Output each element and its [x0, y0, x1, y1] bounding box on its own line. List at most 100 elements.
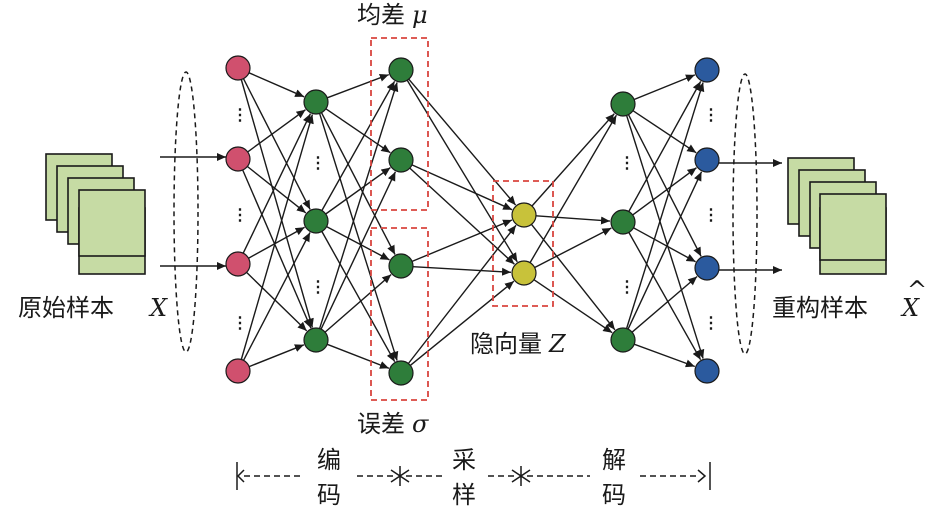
output-node	[694, 147, 720, 173]
network-edge	[628, 81, 702, 212]
output-node	[694, 255, 720, 281]
network-edge	[246, 271, 308, 332]
std-node	[388, 360, 414, 386]
output-node	[694, 358, 720, 384]
output-label-hat: ^	[907, 276, 927, 304]
network-edge	[320, 171, 397, 330]
input-node	[225, 358, 251, 384]
scale-arrowhead	[236, 469, 245, 483]
std-label-var: σ	[412, 410, 429, 438]
stage-decode-char1: 解	[602, 446, 626, 474]
input-label: 原始样本 X	[18, 294, 168, 322]
network-edge	[326, 73, 390, 99]
input-sample-stack	[45, 153, 146, 275]
input-node	[225, 251, 251, 277]
latent-label: 隐向量 Z	[470, 330, 567, 358]
network-edge	[240, 79, 314, 328]
stage-scale: 编 码 采 样 解 码	[236, 446, 711, 509]
stage-sample-char1: 采	[452, 446, 476, 474]
network-edge	[248, 72, 305, 98]
hidden-node	[610, 91, 636, 117]
hidden-node	[610, 327, 636, 353]
output-node	[694, 57, 720, 83]
mean-box	[370, 37, 429, 211]
mean-node	[388, 57, 414, 83]
hidden-node	[303, 208, 329, 234]
network-edge	[534, 227, 612, 269]
network-edge	[321, 231, 396, 363]
input-ellipse	[173, 71, 199, 353]
ellipsis-marker: ⋮	[619, 277, 635, 296]
network-edge	[247, 109, 306, 153]
network-edge	[633, 227, 696, 263]
network-edge	[634, 343, 696, 368]
ellipsis-marker: ⋮	[703, 105, 719, 124]
network-edge	[632, 167, 697, 216]
ellipsis-marker: ⋮	[232, 205, 248, 224]
mean-node	[388, 147, 414, 173]
input-node	[225, 146, 251, 172]
ellipsis-markers: ⋮ ⋮ ⋮ ⋮ ⋮ ⋮ ⋮ ⋮ ⋮ ⋮	[232, 105, 719, 332]
hidden-node	[303, 89, 329, 115]
std-label-text: 误差	[357, 410, 405, 438]
network-edge	[531, 113, 615, 207]
network-edge	[627, 114, 702, 257]
latent-label-text: 隐向量	[470, 330, 542, 358]
network-edge	[318, 82, 399, 329]
hidden-node	[303, 327, 329, 353]
network-edge	[633, 74, 696, 101]
network-edge	[242, 232, 311, 361]
network-edge	[326, 225, 390, 261]
network-nodes	[225, 55, 720, 386]
network-edge	[412, 266, 512, 276]
network-edge	[242, 169, 312, 329]
stage-encode-char2: 码	[317, 481, 341, 509]
network-edge	[318, 113, 399, 361]
network-edge	[326, 343, 390, 369]
network-edge	[631, 275, 698, 333]
ellipsis-marker: ⋮	[619, 153, 635, 172]
network-edges	[240, 72, 705, 369]
network-edge	[411, 219, 513, 263]
output-sample-card	[819, 193, 887, 261]
std-label: 误差 σ	[357, 410, 429, 438]
network-edge	[242, 78, 311, 210]
network-edge	[533, 279, 613, 334]
mean-label-var: μ	[412, 1, 428, 29]
ellipsis-marker: ⋮	[703, 313, 719, 332]
scale-marker	[511, 466, 531, 486]
network-edge	[530, 223, 616, 331]
stage-decode-char2: 码	[602, 481, 626, 509]
network-edge	[627, 171, 703, 330]
mean-label-text: 均差	[357, 1, 405, 29]
network-edge	[535, 215, 611, 225]
network-edge	[324, 273, 392, 333]
network-edge	[246, 165, 307, 214]
ellipsis-marker: ⋮	[310, 153, 326, 172]
std-node	[388, 253, 414, 279]
network-edge	[625, 82, 705, 329]
latent-label-var: Z	[548, 330, 567, 358]
ellipsis-marker: ⋮	[232, 105, 248, 124]
output-label: 重构样本 X ^	[772, 276, 927, 322]
std-box	[370, 227, 429, 401]
network-edge	[407, 224, 517, 364]
network-edge	[240, 114, 314, 360]
input-label-var: X	[148, 294, 168, 322]
input-node	[225, 55, 251, 81]
output-ellipse	[732, 73, 758, 355]
network-edge	[325, 108, 391, 154]
network-edge	[248, 344, 305, 368]
network-edge	[406, 79, 518, 263]
input-label-text: 原始样本	[18, 294, 114, 322]
ellipsis-marker: ⋮	[232, 313, 248, 332]
stage-encode-char1: 编	[317, 446, 341, 474]
output-label-text: 重构样本	[772, 294, 868, 322]
network-edge	[529, 114, 618, 263]
network-edge	[321, 80, 396, 211]
network-edge	[625, 115, 705, 359]
scale-arrowhead	[697, 469, 707, 483]
network-edge	[632, 110, 697, 154]
